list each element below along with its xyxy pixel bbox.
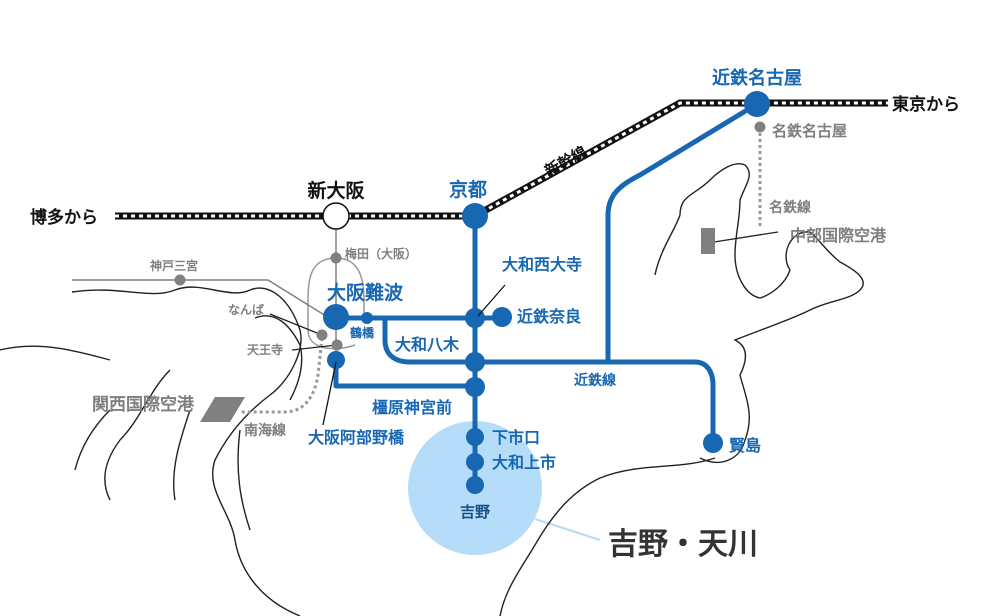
kobe-sannomiya-station[interactable]	[174, 274, 186, 286]
kintetsu-nara-label: 近鉄奈良	[517, 307, 581, 326]
chubu-airport-icon	[701, 228, 715, 254]
kyoto-label: 京都	[449, 178, 487, 201]
shin-osaka-label: 新大阪	[307, 179, 365, 202]
osaka-namba-label: 大阪難波	[327, 281, 404, 304]
yamato-kamiichi-station[interactable]	[466, 453, 484, 471]
kintetsu-nagoya-station[interactable]	[744, 91, 770, 117]
kintetsu-nagoya-label: 近鉄名古屋	[712, 67, 802, 89]
yamato-yagi-station[interactable]	[465, 352, 485, 372]
chubu-airport-label: 中部国際空港	[790, 226, 887, 245]
yamato-kamiichi-label: 大和上市	[492, 453, 556, 472]
shimoichiguchi-station[interactable]	[466, 428, 484, 446]
namba-label: なんば	[228, 302, 264, 317]
yoshino-label: 吉野	[460, 503, 490, 521]
kashikojima-station[interactable]	[703, 433, 723, 453]
tennoji-label: 天王寺	[247, 342, 283, 357]
shinkansen-west-label: 博多から	[30, 207, 98, 228]
kintetsu-nara-station[interactable]	[492, 307, 512, 327]
yoshino-station[interactable]	[466, 476, 484, 494]
kansai-airport-icon	[200, 397, 245, 422]
umeda-station[interactable]	[330, 252, 342, 264]
kashiharajingu-mae-station[interactable]	[465, 377, 485, 397]
shinkansen-line	[115, 99, 888, 220]
kyoto-station[interactable]	[462, 203, 488, 229]
highlight-pointer	[534, 518, 601, 541]
meitetsu-nagoya-label: 名鉄名古屋	[772, 122, 847, 140]
other-lines	[72, 127, 779, 422]
yamato-yagi-label: 大和八木	[395, 335, 460, 354]
namba-station[interactable]	[316, 329, 328, 341]
nankai-line-label: 南海線	[244, 422, 286, 439]
kintetsu-line-label: 近鉄線	[574, 372, 616, 389]
meitetsu-line-label: 名鉄線	[769, 199, 811, 216]
meitetsu-nagoya-station[interactable]	[754, 121, 766, 133]
tsuruhashi-label: 鶴橋	[350, 325, 375, 340]
osaka-abenobashi-station[interactable]	[327, 351, 345, 369]
shinkansen-east-label: 東京から	[892, 94, 960, 115]
kashikojima-label: 賢島	[729, 436, 761, 455]
shinkansen-label: 新幹線	[542, 143, 590, 181]
osaka-abenobashi-label: 大阪阿部野橋	[308, 428, 405, 447]
shin-osaka-station[interactable]	[322, 202, 350, 230]
coastline	[0, 163, 864, 616]
umeda-label: 梅田（大阪）	[345, 246, 417, 261]
yamato-saidaiji-label: 大和西大寺	[502, 255, 582, 274]
tennoji-station[interactable]	[331, 339, 343, 351]
kansai-airport-label: 関西国際空港	[92, 394, 195, 415]
kobe-sannomiya-label: 神戸三宮	[150, 258, 198, 273]
osaka-namba-station[interactable]	[323, 304, 349, 330]
highlight-label: 吉野・天川	[608, 527, 758, 562]
tsuruhashi-station[interactable]	[361, 312, 373, 324]
shimoichiguchi-label: 下市口	[492, 428, 540, 447]
kashiharajingu-mae-label: 橿原神宮前	[372, 398, 452, 417]
